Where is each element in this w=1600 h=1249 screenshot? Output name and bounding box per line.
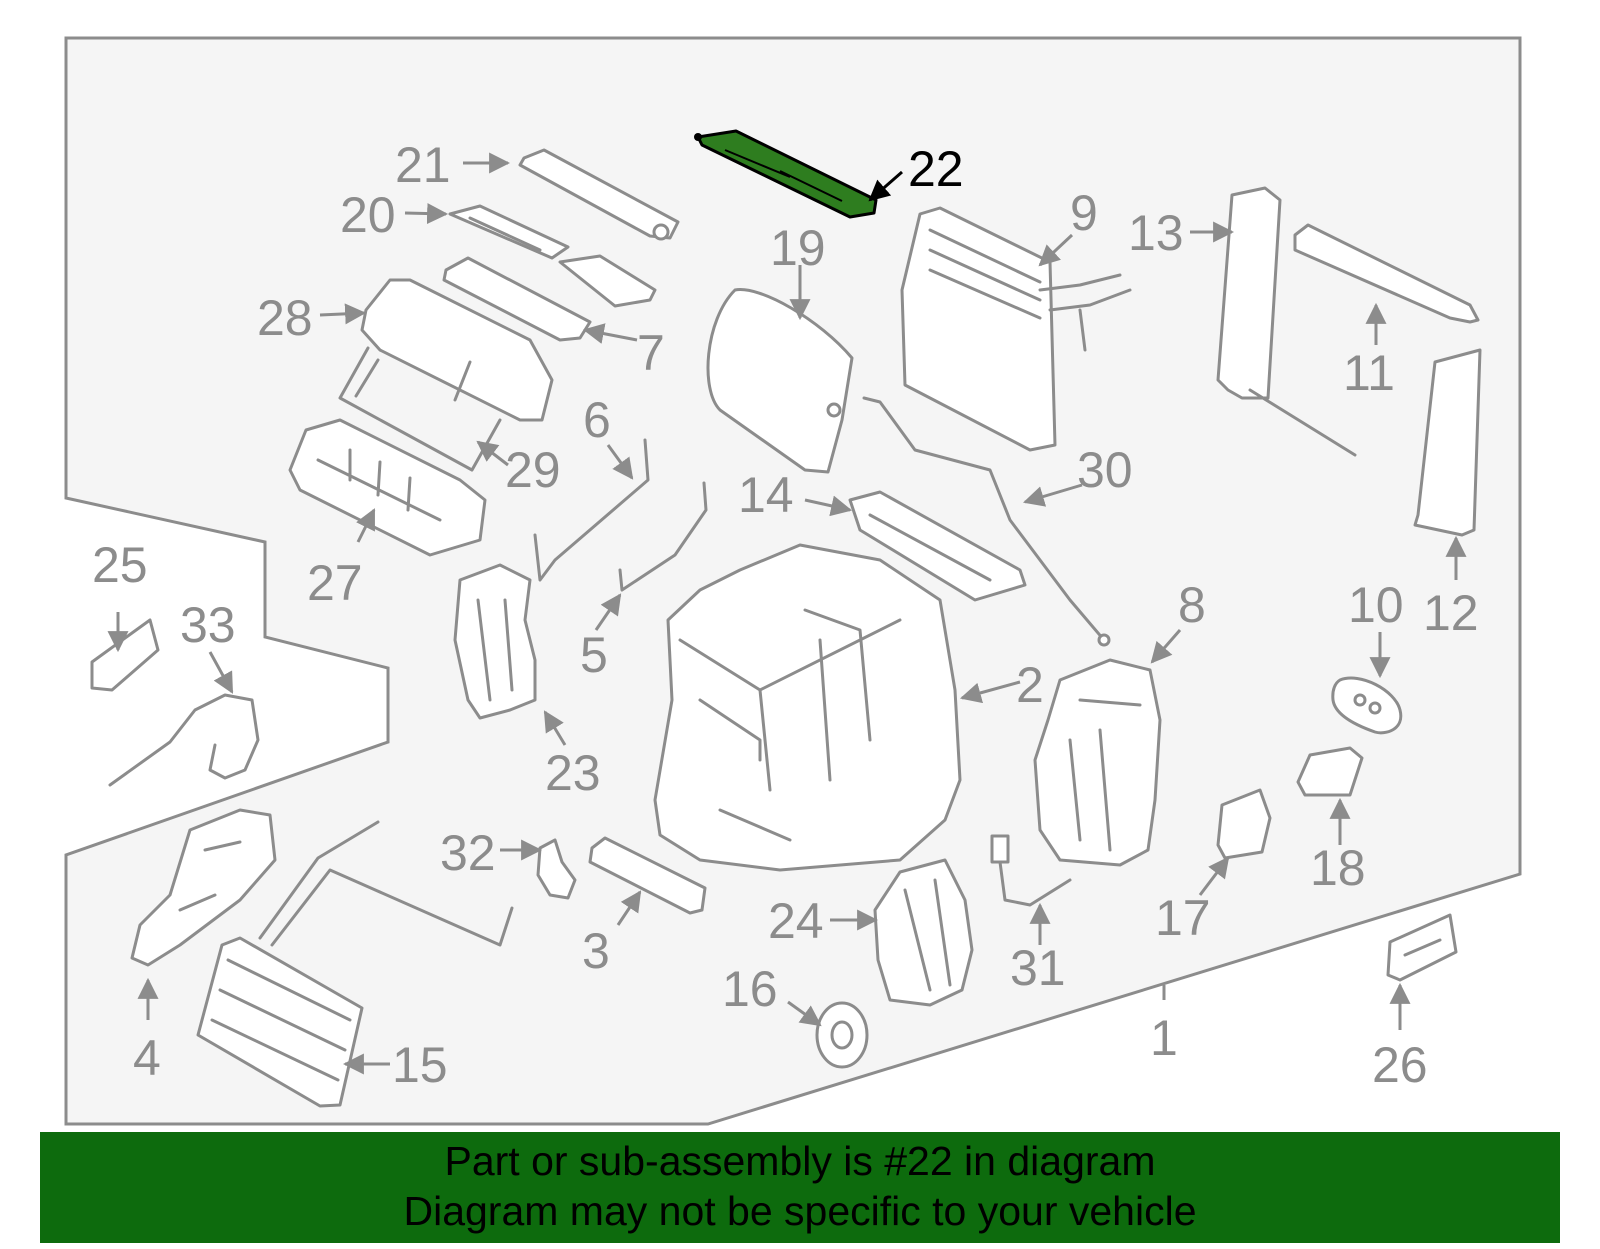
callout-26: 26 — [1372, 1037, 1428, 1093]
callout-16: 16 — [722, 961, 778, 1017]
part-20 — [448, 204, 657, 308]
part-25 — [90, 618, 160, 692]
callout-28: 28 — [257, 290, 313, 346]
info-banner: Part or sub-assembly is #22 in diagram D… — [40, 1132, 1560, 1243]
part-8 — [1033, 658, 1162, 867]
callout-14: 14 — [738, 467, 794, 523]
callout-11: 11 — [1343, 345, 1395, 401]
part-4 — [130, 808, 277, 967]
callout-17: 17 — [1155, 890, 1211, 946]
callout-9: 9 — [1070, 185, 1098, 241]
part-21 — [518, 148, 680, 241]
callout-2: 2 — [1016, 657, 1044, 713]
part-15 — [196, 820, 514, 1108]
part-23 — [453, 563, 537, 720]
callout-7: 7 — [637, 325, 665, 381]
part-7 — [442, 256, 592, 342]
callout-32: 32 — [440, 825, 496, 881]
callout-22: 22 — [908, 141, 964, 197]
part-9 — [900, 206, 1132, 452]
callout-25: 25 — [92, 537, 148, 593]
callout-24: 24 — [768, 893, 824, 949]
part-28 — [360, 278, 554, 422]
callout-6: 6 — [583, 392, 611, 448]
callout-27: 27 — [307, 555, 363, 611]
callout-23: 23 — [545, 745, 601, 801]
part-16 — [815, 1001, 869, 1069]
banner-line-1: Part or sub-assembly is #22 in diagram — [444, 1138, 1156, 1184]
callout-numbers: 21 20 28 7 29 27 6 5 19 22 9 13 11 14 30… — [92, 137, 1479, 1093]
part-32 — [536, 838, 577, 900]
callout-1: 1 — [1150, 1010, 1178, 1066]
callout-8: 8 — [1178, 577, 1206, 633]
part-19 — [706, 288, 854, 474]
part-17 — [1216, 788, 1272, 860]
part-11 — [1293, 223, 1480, 324]
callout-31: 31 — [1010, 940, 1066, 996]
callout-13: 13 — [1128, 205, 1184, 261]
part-2-heater-case — [653, 543, 962, 872]
part-5 — [618, 481, 708, 592]
callout-30: 30 — [1077, 442, 1133, 498]
part-26 — [1386, 913, 1458, 982]
part-30 — [862, 396, 1106, 642]
part-12 — [1413, 348, 1482, 537]
banner-line-2: Diagram may not be specific to your vehi… — [403, 1188, 1197, 1234]
part-14 — [848, 490, 1027, 602]
callout-19: 19 — [770, 220, 826, 276]
callout-33: 33 — [180, 597, 236, 653]
callout-12: 12 — [1423, 585, 1479, 641]
callout-10: 10 — [1348, 577, 1404, 633]
callout-15: 15 — [392, 1037, 448, 1093]
callout-20: 20 — [340, 187, 396, 243]
leader-lines — [107, 152, 1467, 1075]
part-6 — [533, 438, 650, 582]
part-33 — [108, 693, 260, 787]
part-31 — [990, 834, 1072, 907]
part-10 — [1331, 676, 1403, 735]
callout-21: 21 — [395, 137, 451, 193]
callout-5: 5 — [580, 627, 608, 683]
callout-4: 4 — [133, 1030, 161, 1086]
part-18 — [1296, 746, 1364, 797]
part-3 — [588, 836, 707, 915]
part-27 — [288, 418, 487, 557]
callout-29: 29 — [505, 442, 561, 498]
part-22-highlighted[interactable] — [694, 129, 878, 219]
part-24 — [873, 858, 974, 1007]
callout-3: 3 — [582, 923, 610, 979]
callout-18: 18 — [1310, 840, 1366, 896]
